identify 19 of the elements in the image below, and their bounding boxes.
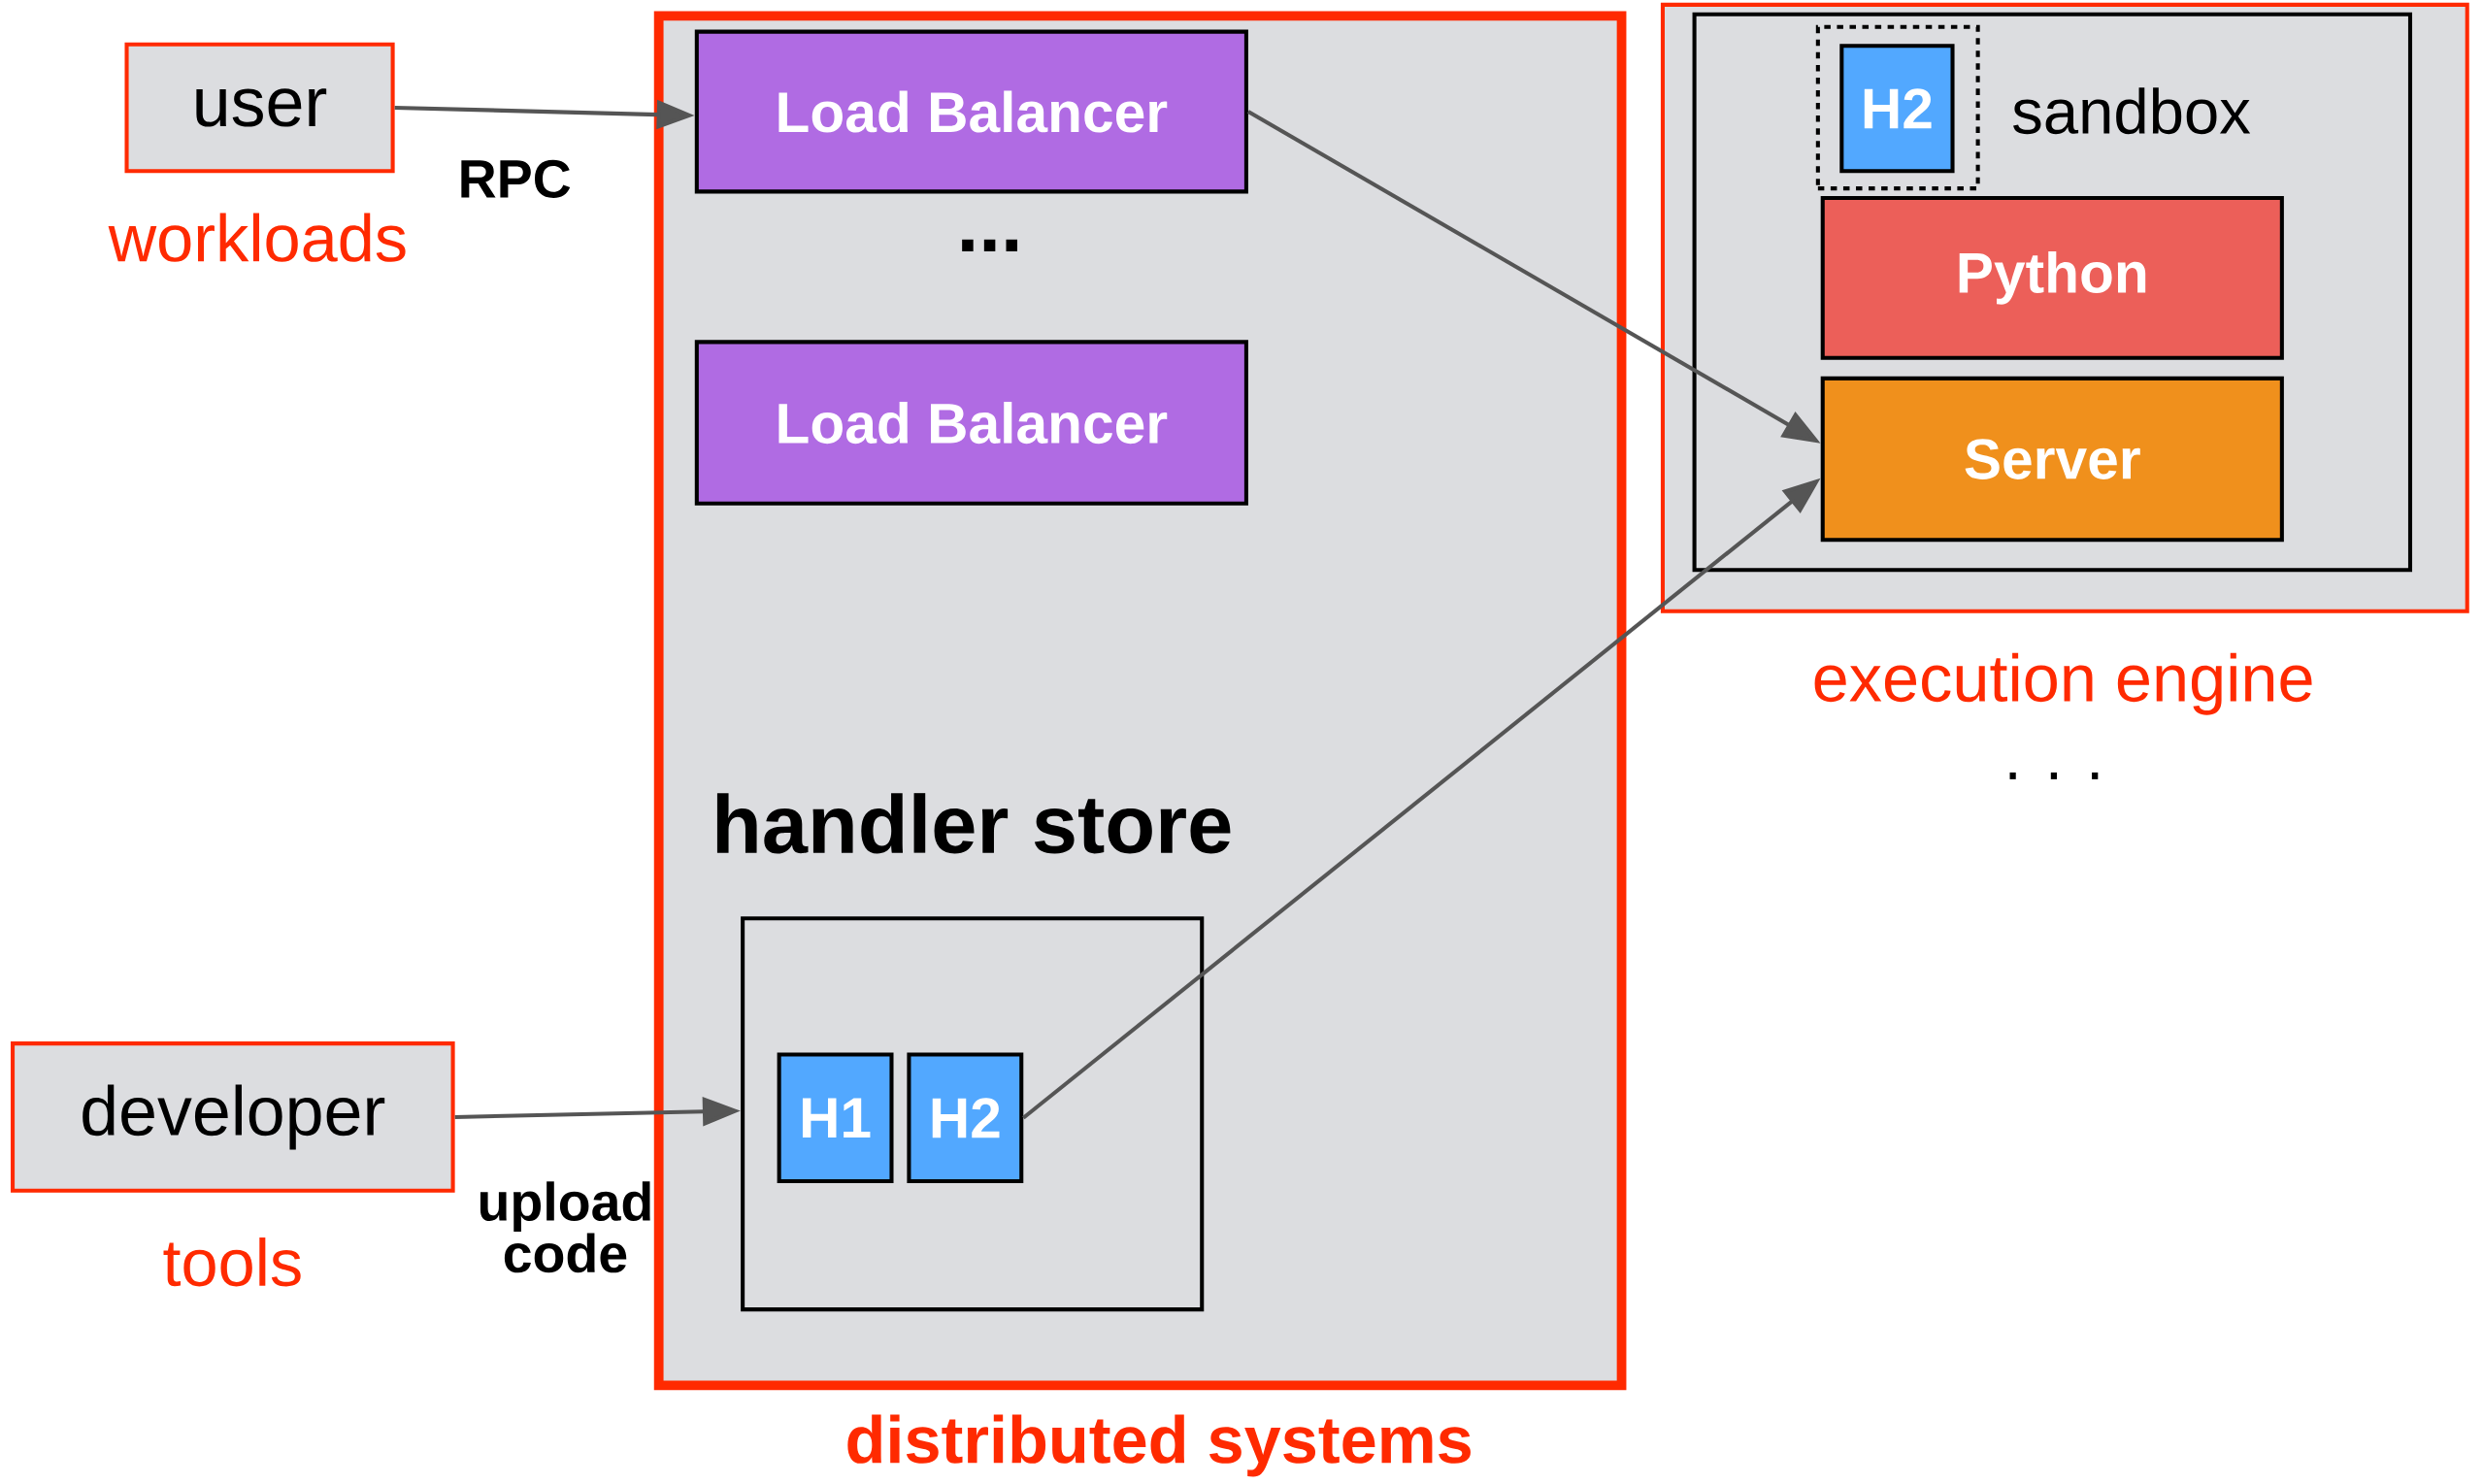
node-label: workloads (108, 213, 406, 263)
node-label: distributed systems (847, 1414, 1471, 1477)
node-label: tools (163, 1237, 301, 1287)
actor-box: user (124, 42, 395, 174)
process-box: Load Balancer (694, 29, 1248, 194)
handler-box: H2 (1839, 44, 1955, 174)
edge-label: upload code (480, 1181, 650, 1273)
ellipsis: . . . (2009, 773, 2099, 780)
actor-box: developer (11, 1041, 455, 1194)
handler-box: H2 (907, 1052, 1024, 1184)
runtime-box: Python (1820, 196, 2284, 360)
node-label: handler store (716, 793, 1231, 854)
node-label: execution engine (1814, 653, 2312, 715)
handler-box: H1 (777, 1052, 894, 1184)
process-box: Load Balancer (694, 340, 1248, 507)
node-label: sandbox (2013, 87, 2251, 135)
edge-label: RPC (461, 159, 571, 199)
server-box: Server (1820, 377, 2284, 543)
ellipsis: ... (962, 240, 1017, 252)
